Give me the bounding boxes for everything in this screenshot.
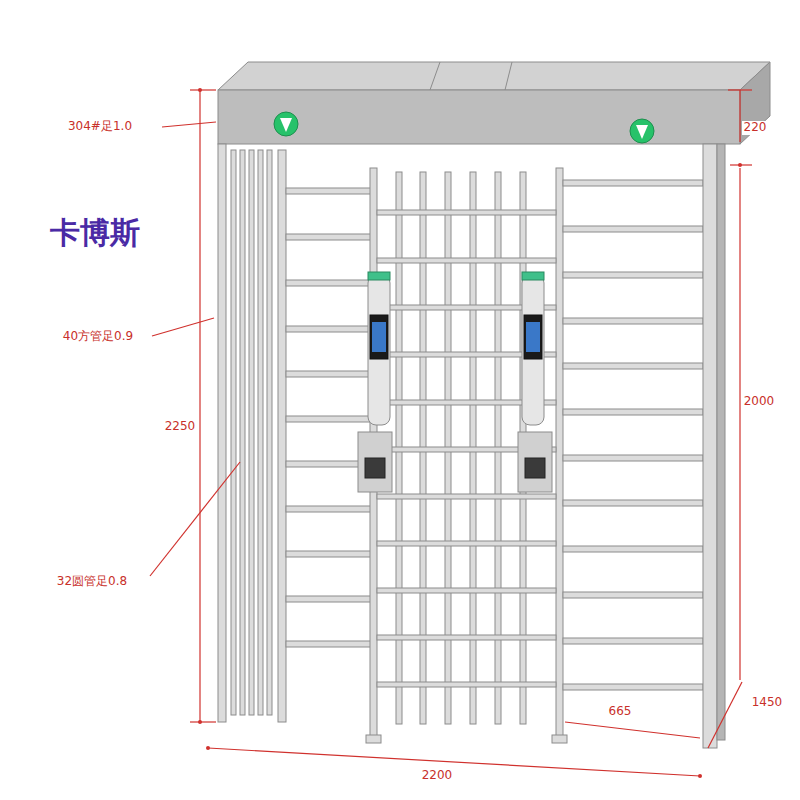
dimension-label: 2000 (742, 395, 777, 409)
dimension-label: 220 (742, 121, 769, 135)
dimension-label: 2250 (163, 420, 198, 434)
callout-label: 304#足1.0 (66, 120, 134, 134)
dimension-label: 1450 (750, 696, 785, 710)
dimension-label: 665 (607, 705, 634, 719)
dimension-label: 2200 (420, 769, 455, 783)
brand-watermark: 卡博斯 (48, 216, 142, 251)
callout-label: 32圆管足0.8 (55, 575, 129, 589)
callout-label: 40方管足0.9 (61, 330, 135, 344)
